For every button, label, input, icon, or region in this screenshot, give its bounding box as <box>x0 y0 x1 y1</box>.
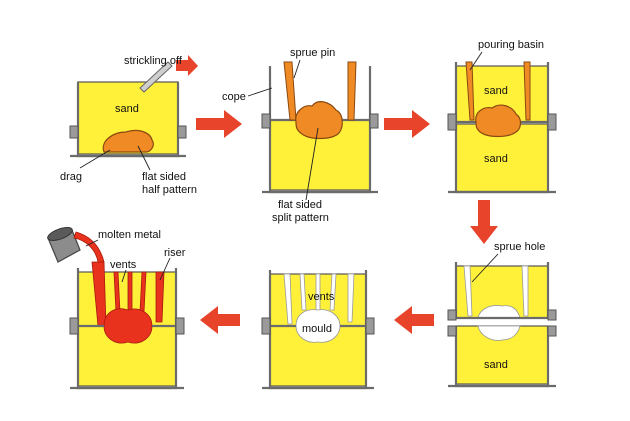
cope-flask <box>454 262 550 320</box>
stage-2-cope: sprue pin cope flat sided split pattern <box>222 47 379 224</box>
leader-sprue-hole <box>471 253 499 283</box>
flask-clamp-icon <box>175 317 185 335</box>
half-pattern <box>102 129 154 153</box>
ladle-icon <box>47 227 105 263</box>
stage-6-pouring: molten metal vents riser <box>47 227 186 390</box>
metal-riser <box>155 271 165 323</box>
flask-clamp-icon <box>547 113 557 131</box>
flask-clamp-icon <box>69 317 79 335</box>
riser-pin <box>347 61 357 121</box>
label-sand: sand <box>484 359 508 371</box>
flask-clamp-icon <box>177 125 187 139</box>
process-arrow-icon <box>196 110 242 138</box>
flask-clamp-icon <box>261 317 271 335</box>
process-arrow-icon <box>470 200 498 244</box>
split-pattern <box>295 101 343 140</box>
label-vents: vents <box>110 259 137 271</box>
label-drag: drag <box>60 171 82 183</box>
stage-5-mould: vents mould <box>261 270 375 390</box>
cope-cavity <box>477 305 521 319</box>
split-pattern <box>475 104 522 138</box>
process-arrow-icon <box>384 110 430 138</box>
flask-clamp-icon <box>261 113 271 129</box>
label-flat-sided: flat sided <box>142 171 186 183</box>
sprue-pin <box>283 61 297 121</box>
sprue-pin <box>465 61 475 121</box>
flask-clamp-icon <box>369 113 379 129</box>
leader-drag <box>79 149 111 169</box>
label-cope: cope <box>222 91 246 103</box>
label-vents: vents <box>308 291 335 303</box>
riser-hole <box>521 265 529 317</box>
strickle-bar <box>139 61 173 93</box>
label-sprue-hole: sprue hole <box>494 241 545 253</box>
leader-molten-metal <box>85 239 99 247</box>
vent <box>329 273 337 311</box>
vent <box>299 273 307 311</box>
leader-pouring-basin <box>469 51 483 71</box>
label-molten-metal: molten metal <box>98 229 161 241</box>
metal-vent <box>127 271 133 313</box>
leader-split-pattern <box>305 127 319 201</box>
metal-casting <box>103 308 153 344</box>
sprue-hole <box>283 273 293 325</box>
drag-cavity <box>477 325 521 341</box>
flask-clamp-icon <box>447 325 457 337</box>
flask-clamp-icon <box>447 113 457 131</box>
stage-3-filled: pouring basin sand sand <box>447 39 557 194</box>
leader-pattern <box>137 145 151 171</box>
label-sprue-pin: sprue pin <box>290 47 335 59</box>
process-arrow-icon <box>394 306 434 334</box>
flask-clamp-icon <box>69 125 79 139</box>
riser-pin <box>523 61 531 121</box>
label-sand: sand <box>115 103 139 115</box>
process-arrow-icon <box>176 55 198 76</box>
sprue-hole <box>463 265 473 317</box>
label-sand-top: sand <box>484 85 508 97</box>
process-arrow-icon <box>200 306 240 334</box>
stage-1-drag: strickling off sand drag flat sided half… <box>60 55 198 196</box>
label-half-pattern: half pattern <box>142 184 197 196</box>
molten-metal-stream <box>73 231 105 263</box>
label-pouring-basin: pouring basin <box>478 39 544 51</box>
label-sand-bottom: sand <box>484 153 508 165</box>
flask-clamp-icon <box>447 309 457 321</box>
label-riser: riser <box>164 247 186 259</box>
leader-cope <box>247 87 273 97</box>
leader-vents <box>121 269 127 283</box>
label-mould: mould <box>302 323 332 335</box>
leader-riser <box>159 257 171 281</box>
flask-clamp-icon <box>365 317 375 335</box>
leader-sprue-pin <box>293 59 301 79</box>
label-split-pattern: split pattern <box>272 212 329 224</box>
flask-clamp-icon <box>547 325 557 337</box>
riser-hole <box>347 273 355 323</box>
label-flat-sided-2: flat sided <box>278 199 322 211</box>
flask-clamp-icon <box>547 309 557 321</box>
stage-4-opened: sprue hole sand <box>447 241 557 388</box>
label-strickling-off: strickling off <box>124 55 183 67</box>
